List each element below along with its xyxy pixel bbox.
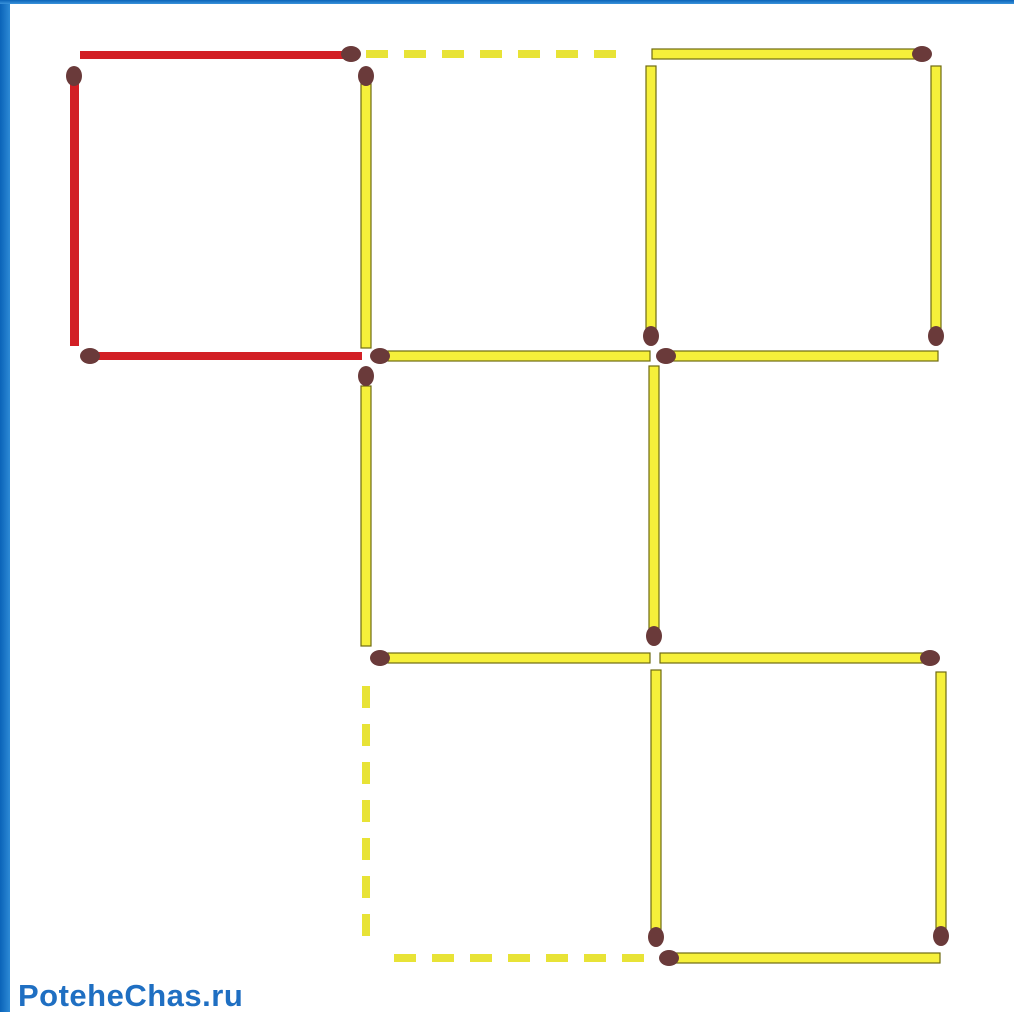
dashed-placeholders <box>366 54 652 958</box>
match-head <box>358 366 374 386</box>
match-head <box>646 626 662 646</box>
red-stick-left <box>70 72 79 346</box>
stick <box>361 84 371 348</box>
stick <box>361 386 371 646</box>
match-head <box>656 348 676 364</box>
match-head <box>66 66 82 86</box>
match-head <box>912 46 932 62</box>
stick <box>652 49 920 59</box>
match-head <box>920 650 940 666</box>
match-head <box>648 927 664 947</box>
yellow-matchsticks <box>361 49 946 963</box>
match-head <box>80 348 100 364</box>
stick <box>670 351 938 361</box>
highlighted-square <box>70 51 362 360</box>
match-head <box>341 46 361 62</box>
match-head <box>370 650 390 666</box>
match-head <box>370 348 390 364</box>
red-stick-bottom <box>90 352 362 360</box>
stick <box>676 953 940 963</box>
stick <box>649 366 659 630</box>
match-heads <box>66 46 949 966</box>
red-stick-top <box>80 51 350 59</box>
match-head <box>659 950 679 966</box>
match-head <box>643 326 659 346</box>
stick <box>651 670 661 932</box>
stick <box>388 351 650 361</box>
match-head <box>928 326 944 346</box>
stick <box>388 653 650 663</box>
match-head <box>933 926 949 946</box>
stick <box>646 66 656 332</box>
match-head <box>358 66 374 86</box>
stick <box>931 66 941 332</box>
stick <box>936 672 946 932</box>
site-watermark: PoteheChas.ru <box>18 980 243 1011</box>
stick <box>660 653 926 663</box>
